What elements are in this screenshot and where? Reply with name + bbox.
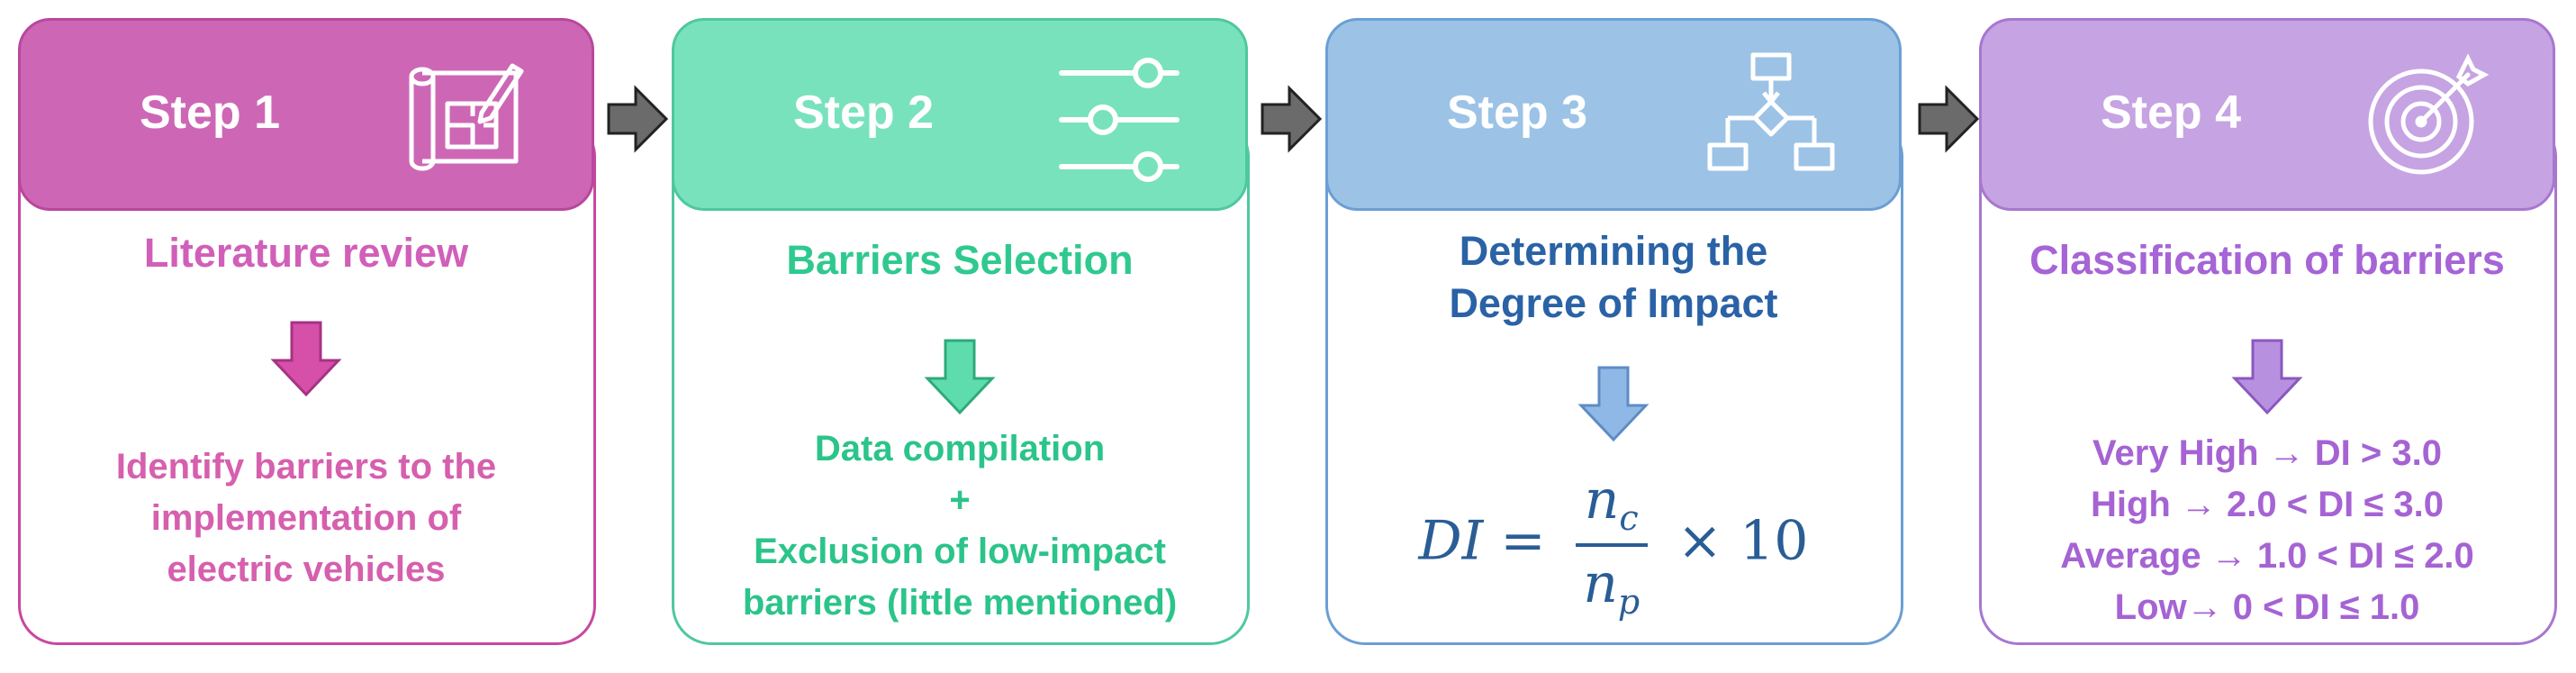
connector-arrow-1-2 — [607, 85, 669, 153]
step-1-line: implementation of — [150, 498, 462, 538]
degree-of-impact-formula: DI = nc np × 10 — [1325, 468, 1902, 622]
step-4-line: Average → 1.0 < DI ≤ 2.0 — [2060, 536, 2474, 576]
target-icon — [2368, 53, 2490, 175]
step-4-line: Low→ 0 < DI ≤ 1.0 — [2114, 587, 2420, 627]
step-3-card: Step 3 Determining the Degree of Impact … — [1325, 18, 1903, 649]
step-2-text: Data compilation + Exclusion of low-impa… — [690, 423, 1230, 629]
formula-lhs: DI — [1418, 509, 1484, 573]
step-2-line: Data compilation — [814, 429, 1106, 468]
step-2-line: + — [949, 480, 971, 520]
formula-multiplier: × 10 — [1677, 509, 1809, 573]
step-3-title-line: Degree of Impact — [1449, 280, 1778, 326]
step-3-label: Step 3 — [1446, 86, 1588, 139]
step-1-text: Identify barriers to the implementation … — [36, 441, 576, 596]
formula-denominator: np — [1583, 552, 1641, 622]
step-4-line: Very High → DI > 3.0 — [2092, 433, 2442, 473]
connector-arrow-3-4 — [1918, 85, 1980, 153]
formula-numerator: nc — [1575, 468, 1648, 547]
step-1-line: Identify barriers to the — [115, 447, 497, 487]
step-1-label: Step 1 — [139, 86, 281, 139]
step-2-line: barriers (little mentioned) — [742, 583, 1178, 623]
step-1-down-arrow — [270, 321, 342, 397]
step-1-card: Step 1 Literature review Identify barrie… — [18, 18, 596, 649]
step-3-title: Determining the Degree of Impact — [1343, 225, 1884, 330]
flowchart-icon — [1707, 52, 1835, 171]
blueprint-icon — [409, 63, 524, 171]
step-1-title: Literature review — [143, 230, 469, 276]
step-2-label: Step 2 — [792, 86, 935, 139]
formula-equals: = — [1500, 509, 1546, 573]
step-3-header: Step 3 — [1325, 18, 1902, 211]
step-2-header: Step 2 — [672, 18, 1248, 211]
step-4-text: Very High → DI > 3.0 High → 2.0 < DI ≤ 3… — [1997, 428, 2537, 633]
step-4-title: Classification of barriers — [2029, 237, 2505, 283]
step-4-header: Step 4 — [1979, 18, 2555, 211]
step-4-card: Step 4 Classification of barriers Very H… — [1979, 18, 2557, 649]
step-2-title: Barriers Selection — [786, 237, 1134, 283]
step-2-line: Exclusion of low-impact — [754, 532, 1166, 571]
step-3-down-arrow — [1577, 366, 1650, 442]
formula-fraction: nc np — [1575, 468, 1648, 622]
step-4-line: High → 2.0 < DI ≤ 3.0 — [2090, 485, 2445, 524]
step-1-line: electric vehicles — [167, 550, 446, 589]
step-3-title-line: Determining the — [1459, 228, 1768, 274]
connector-arrow-2-3 — [1261, 85, 1323, 153]
step-1-header: Step 1 — [18, 18, 594, 211]
step-4-down-arrow — [2231, 339, 2303, 415]
step-2-card: Step 2 Barriers Selection Data compilati… — [672, 18, 1250, 649]
step-2-down-arrow — [924, 339, 996, 415]
sliders-icon — [1059, 58, 1180, 182]
step-4-label: Step 4 — [2100, 86, 2242, 139]
